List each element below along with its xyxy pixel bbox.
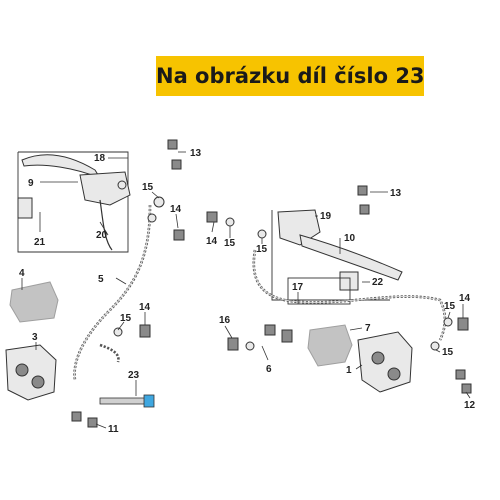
brake-switch-left [17,197,33,219]
callout-13-top-right: 13 [390,188,402,199]
caliper-piston-right-2 [387,367,401,381]
bolt-14b [206,211,218,223]
leader-15a [151,191,160,199]
part-number-banner: Na obrázku díl číslo 23 [156,56,425,96]
leader-15f [435,349,441,353]
leader-14a [175,213,179,229]
washer-15b [225,217,235,227]
callout-10: 10 [344,233,356,244]
callout-1: 1 [346,365,352,376]
washer-15f [430,341,440,351]
callout-3: 3 [32,332,38,343]
brake-switch-right [339,271,359,291]
leader-20 [99,221,109,236]
leader-lines [21,151,471,429]
leader-5 [115,277,127,285]
caliper-piston-right [371,351,385,365]
callout-4: 4 [19,268,25,279]
callout-15-right-upper: 15 [444,301,456,312]
switch-sub-frame [287,277,351,305]
callout-5: 5 [98,274,104,285]
hose-joint-left [99,343,120,363]
pad-pin-head [143,394,155,408]
leader-15d [117,321,125,331]
washer-15a [153,196,165,208]
callout-13-top-left: 13 [190,148,202,159]
leader-1 [355,364,363,370]
callout-14-lever-left: 14 [170,204,182,215]
bolt-6-2 [281,329,293,343]
caliper-piston-left-2 [31,375,45,389]
callout-15-center: 15 [224,238,236,249]
washer-15e [443,317,453,327]
callout-14-lower-left: 14 [139,302,151,313]
bolt-14c [139,324,151,338]
fasteners [71,139,472,428]
leader-6 [261,345,269,361]
callout-11: 11 [108,424,119,435]
washer-15c [257,229,267,239]
caliper-bracket-left-4 [9,281,59,323]
brake-hose-left [73,204,152,381]
leader-14b [211,221,215,233]
washer-15d [113,327,123,337]
left-lever-assembly [17,151,131,253]
master-cylinder-left [79,171,131,206]
reservoir-cap-left [117,180,127,190]
callout-17: 17 [292,282,304,293]
callout-19: 19 [320,211,332,222]
bolt-14a [173,229,185,241]
callout-15-lower-left: 15 [120,313,132,324]
leader-16 [224,325,233,339]
callout-15-lever-left: 15 [142,182,154,193]
callout-18: 18 [94,153,106,164]
pad-pin-23 [99,394,155,408]
callout-14-right: 14 [459,293,471,304]
lever-frame-left [17,151,129,253]
leader-12 [465,391,471,399]
callout-12: 12 [464,400,476,411]
brake-hose-right [252,249,447,341]
callout-20: 20 [96,230,108,241]
callout-6: 6 [266,364,272,375]
callout-23: 23 [128,370,140,381]
brake-lever-right [299,234,403,281]
caliper-right-1 [357,331,413,393]
callout-21: 21 [34,237,46,248]
pad-pin-shaft [99,397,151,405]
right-lever-assembly [271,209,403,305]
washer-15a-2 [147,213,157,223]
callout-7: 7 [365,323,371,334]
leader-7 [349,327,363,331]
bolt-6-1 [264,324,276,336]
brake-hose-left-core [74,204,151,381]
bolt-13a-1 [167,139,178,150]
callout-9: 9 [28,178,34,189]
bolt-16 [227,337,239,351]
bolt-13b-2 [359,204,370,215]
bolt-14d [457,317,469,331]
caliper-left-3 [5,344,57,401]
bolt-11-2 [87,417,98,428]
callout-16: 16 [219,315,231,326]
callout-15-right-lever: 15 [256,244,268,255]
bolt-13a-2 [171,159,182,170]
bolt-12-1 [455,369,466,380]
bolt-12-2 [461,383,472,394]
callout-22: 22 [372,277,384,288]
caliper-bracket-right-7 [307,324,353,367]
callout-numbers: 18 9 21 20 13 15 14 14 15 15 13 19 10 22… [19,148,476,435]
leader-11 [95,423,107,429]
bolt-13b-1 [357,185,368,196]
brake-hose-right-core [253,249,446,341]
bolt-11-1 [71,411,82,422]
leader-15e [447,311,451,319]
callout-15-right-lower: 15 [442,347,454,358]
washer-6 [245,341,255,351]
callout-14-center: 14 [206,236,218,247]
caliper-piston-left [15,363,29,377]
